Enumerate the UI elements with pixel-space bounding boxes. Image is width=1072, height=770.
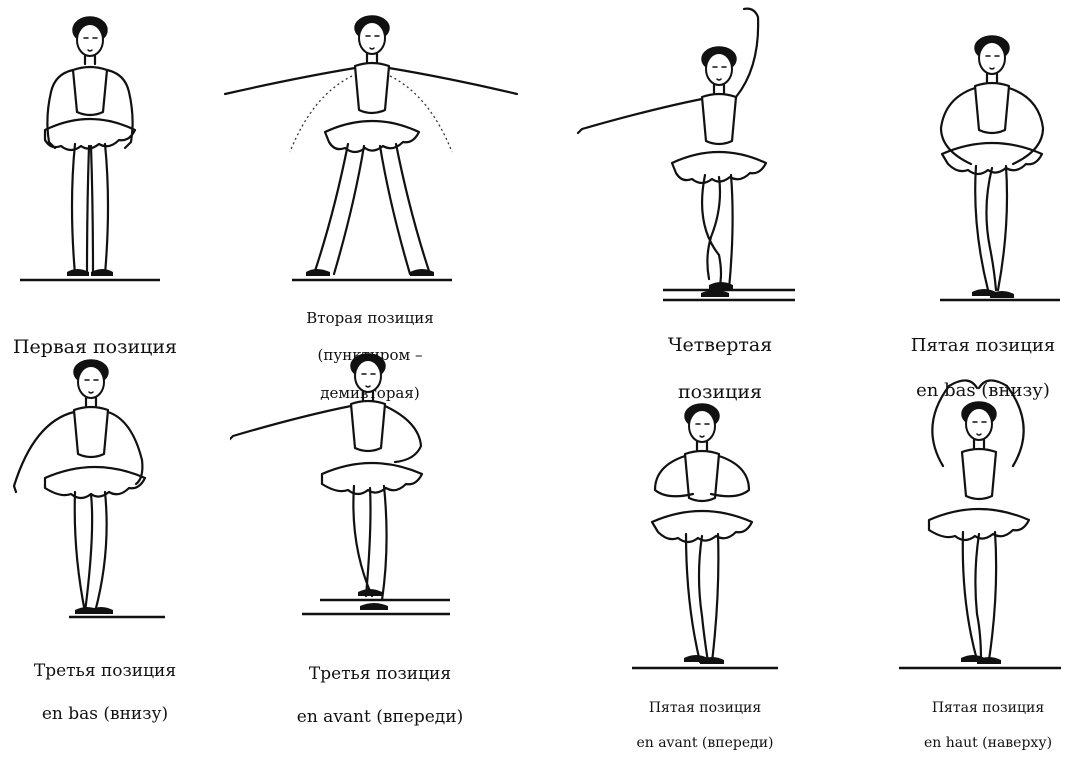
second-position-figure [220,10,520,290]
caption-third-position-en-avant: Третья позиция en avant (впереди) [285,643,475,749]
caption-line: Третья позиция [285,664,475,685]
first-position-figure [15,10,165,290]
third-position-en-bas-figure [5,358,175,622]
caption-line: Пятая позиция [895,335,1071,358]
caption-line: en haut (наверху) [905,735,1071,753]
fifth-position-en-haut-figure [895,370,1065,676]
caption-line: Четвертая [640,334,800,358]
caption-line: Первая позиция [0,336,190,360]
third-position-en-avant-figure [230,352,460,620]
caption-fifth-position-en-avant: Пятая позиция en avant (впереди) [630,682,780,770]
caption-line: Пятая позиция [630,700,780,718]
fifth-position-en-avant-figure [630,400,780,674]
fifth-position-en-bas-figure [920,30,1070,310]
caption-fifth-position-en-haut: Пятая позиция en haut (наверху) [905,682,1071,770]
caption-third-position-en-bas: Третья позиция en bas (внизу) [20,640,190,746]
caption-line: Третья позиция [20,661,190,682]
ballet-positions-diagram: Первая позиция Вторая позиция (пунктиром… [0,0,1072,722]
caption-line: en avant (впереди) [285,707,475,728]
caption-line: en avant (впереди) [630,735,780,753]
caption-line: Пятая позиция [905,700,1071,718]
fourth-position-figure [575,5,805,305]
caption-line: Вторая позиция [280,309,460,328]
